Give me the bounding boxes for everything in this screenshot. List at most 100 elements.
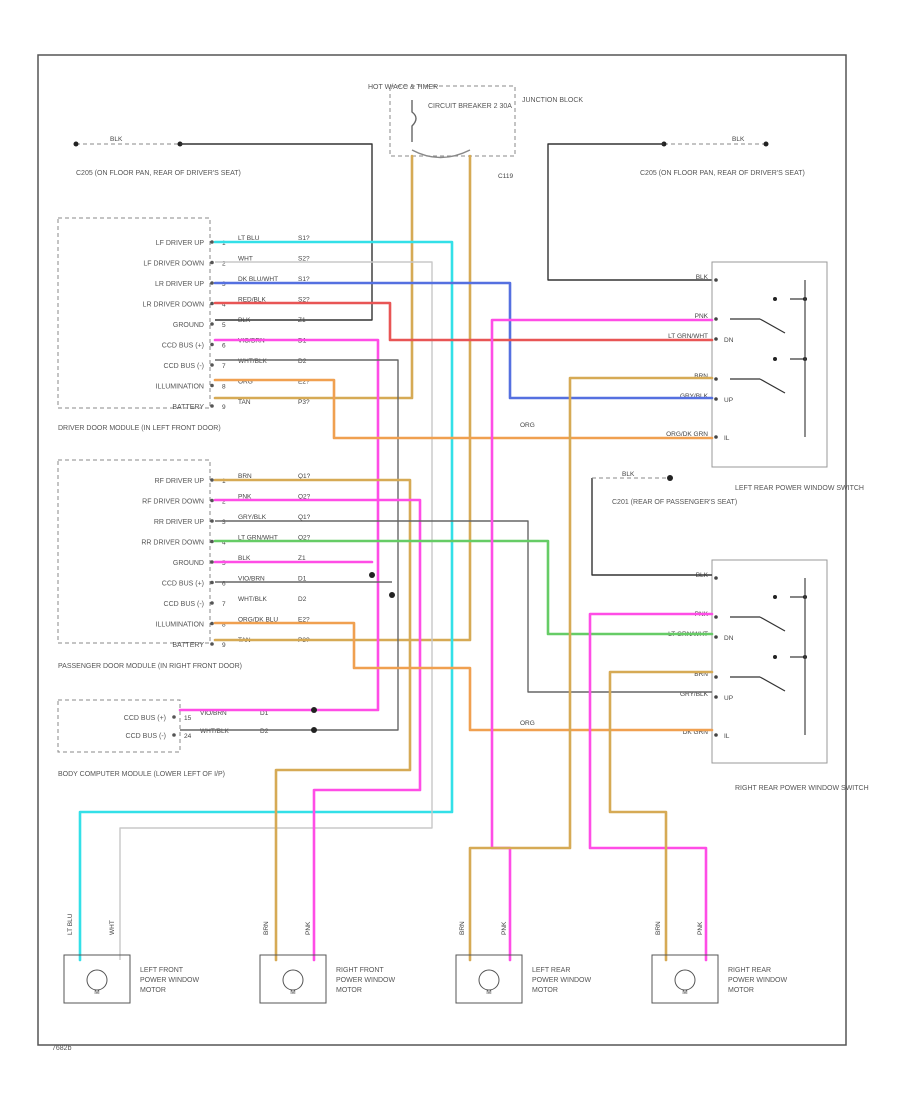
bcm-pin-name: CCD BUS (+) [124, 715, 166, 722]
driver-door-module: DRIVER DOOR MODULE (IN LEFT FRONT DOOR) … [57, 217, 310, 432]
driver-circuit-id: Z1 [298, 317, 306, 324]
driver-pin-terminal [210, 322, 214, 326]
body-computer-label: BODY COMPUTER MODULE (LOWER LEFT OF I/P) [58, 771, 225, 778]
passenger-pin-number: 6 [222, 581, 226, 588]
driver-wire-color: ORG [238, 379, 253, 386]
splice-dot [311, 727, 317, 733]
pnk-rf-down [213, 498, 422, 962]
driver-pin-name: BATTERY [172, 404, 204, 411]
driver-pin-terminal [210, 260, 214, 265]
switch-terminal [714, 435, 718, 439]
passenger-pin-name: BATTERY [172, 642, 204, 649]
gry-rr-up [215, 520, 712, 693]
right-c205-label: C205 (ON FLOOR PAN, REAR OF DRIVER'S SEA… [640, 170, 805, 177]
pnk-rr-motor [588, 612, 714, 962]
motor-wire-color: BRN [263, 921, 270, 935]
passenger-pin-terminal [210, 580, 214, 585]
driver-wire-color: LT BLU [238, 235, 260, 242]
passenger-pin-number: 3 [222, 519, 226, 526]
switch-wire-color: BRN [694, 671, 708, 678]
splice-dot [389, 592, 395, 598]
switch-wire-color: BLK [696, 274, 709, 281]
passenger-pin-name: RR DRIVER UP [154, 519, 205, 526]
brn-rf-up [213, 478, 412, 962]
switch-pin-label: IL [724, 733, 730, 740]
pnk-lr-motor [490, 318, 714, 962]
passenger-pin-number: 8 [222, 622, 226, 629]
switch-pin-label: UP [724, 397, 733, 404]
switch-wire-color: GRY/BLK [680, 393, 709, 400]
passenger-circuit-id: Z1 [298, 555, 306, 562]
motor-symbol: M [94, 989, 99, 996]
driver-pin-terminal [210, 240, 214, 244]
switch-terminal [714, 278, 718, 282]
driver-wire-color: RED/BLK [238, 297, 266, 304]
vio-ccd-plus [178, 338, 380, 712]
passenger-pin-number: 7 [222, 601, 226, 608]
left-rear-switch-label: LEFT REAR POWER WINDOW SWITCH [735, 485, 864, 492]
passenger-circuit-id: Q2? [298, 494, 311, 501]
driver-pin-name: LR DRIVER UP [155, 281, 204, 288]
driver-pin-number: 6 [222, 343, 226, 350]
passenger-pin-name: CCD BUS (+) [162, 581, 204, 588]
bcm-pin-number: 24 [184, 733, 192, 740]
bcm-circuit-id: D2 [260, 728, 269, 735]
driver-circuit-id: S1? [298, 276, 310, 283]
switch-wire-color: GRY/BLK [680, 691, 709, 698]
motor-wire-color: BRN [459, 921, 466, 935]
switch-contact [759, 676, 786, 692]
passenger-wire-color: LT GRN/WHT [238, 535, 278, 542]
org-illum-2 [213, 621, 714, 732]
switch-wire-color: LT GRN/WHT [668, 333, 708, 340]
right-c205-wire: BLK [732, 136, 745, 143]
motor-wire-color: PNK [305, 921, 312, 935]
switch-terminal [714, 337, 718, 341]
driver-pin-name: GROUND [173, 322, 204, 329]
driver-pin-name: CCD BUS (-) [164, 363, 204, 370]
diagram-frame [37, 54, 847, 1046]
left-c205-wire: BLK [110, 136, 123, 143]
motor-icon [86, 969, 108, 991]
motor-symbol: M [290, 989, 295, 996]
c119-label: C119 [498, 173, 513, 180]
motor-wire-color: LT BLU [67, 913, 74, 935]
driver-wire-color: DK BLU/WHT [238, 276, 278, 283]
passenger-pin-number: 1 [222, 478, 226, 485]
passenger-pin-number: 4 [222, 540, 226, 547]
left-rear-window-switch: LEFT REAR POWER WINDOW SWITCH BLK PNK LT G… [520, 261, 864, 492]
driver-pin-number: 9 [222, 404, 226, 411]
driver-pin-terminal [210, 404, 214, 408]
passenger-pin-number: 2 [222, 499, 226, 506]
motor-symbol: M [486, 989, 491, 996]
switch-pin-label: IL [724, 435, 730, 442]
motor-icon [674, 969, 696, 991]
passenger-pin-name: CCD BUS (-) [164, 601, 204, 608]
circuit-breaker-icon [411, 100, 417, 142]
figure-id: 7682b [52, 1045, 72, 1052]
passenger-circuit-id: D1 [298, 576, 307, 583]
passenger-circuit-id: E2? [298, 617, 310, 624]
passenger-pin-terminal [210, 642, 214, 646]
passenger-wire-color: ORG/DK BLU [238, 617, 278, 624]
switch-terminal [714, 615, 718, 619]
passenger-door-module: PASSENGER DOOR MODULE (IN RIGHT FRONT DO… [57, 459, 311, 670]
switch-wire-color: DK GRN [683, 729, 709, 736]
driver-circuit-id: S2? [298, 297, 310, 304]
right-rear-switch-label: RIGHT REAR POWER WINDOW SWITCH [735, 785, 869, 792]
switch-pin-label: DN [724, 337, 734, 344]
bcm-pin-terminal [172, 733, 176, 737]
passenger-pin-name: RR DRIVER DOWN [141, 540, 204, 547]
passenger-pin-name: GROUND [173, 560, 204, 567]
passenger-wire-color: VIO/BRN [238, 576, 265, 583]
passenger-wire-color: GRY/BLK [238, 514, 267, 521]
passenger-pin-terminal [210, 621, 214, 626]
switch-wire-color: PNK [695, 313, 709, 320]
passenger-pin-name: RF DRIVER UP [155, 478, 205, 485]
switch-splice-label: ORG [520, 422, 535, 429]
